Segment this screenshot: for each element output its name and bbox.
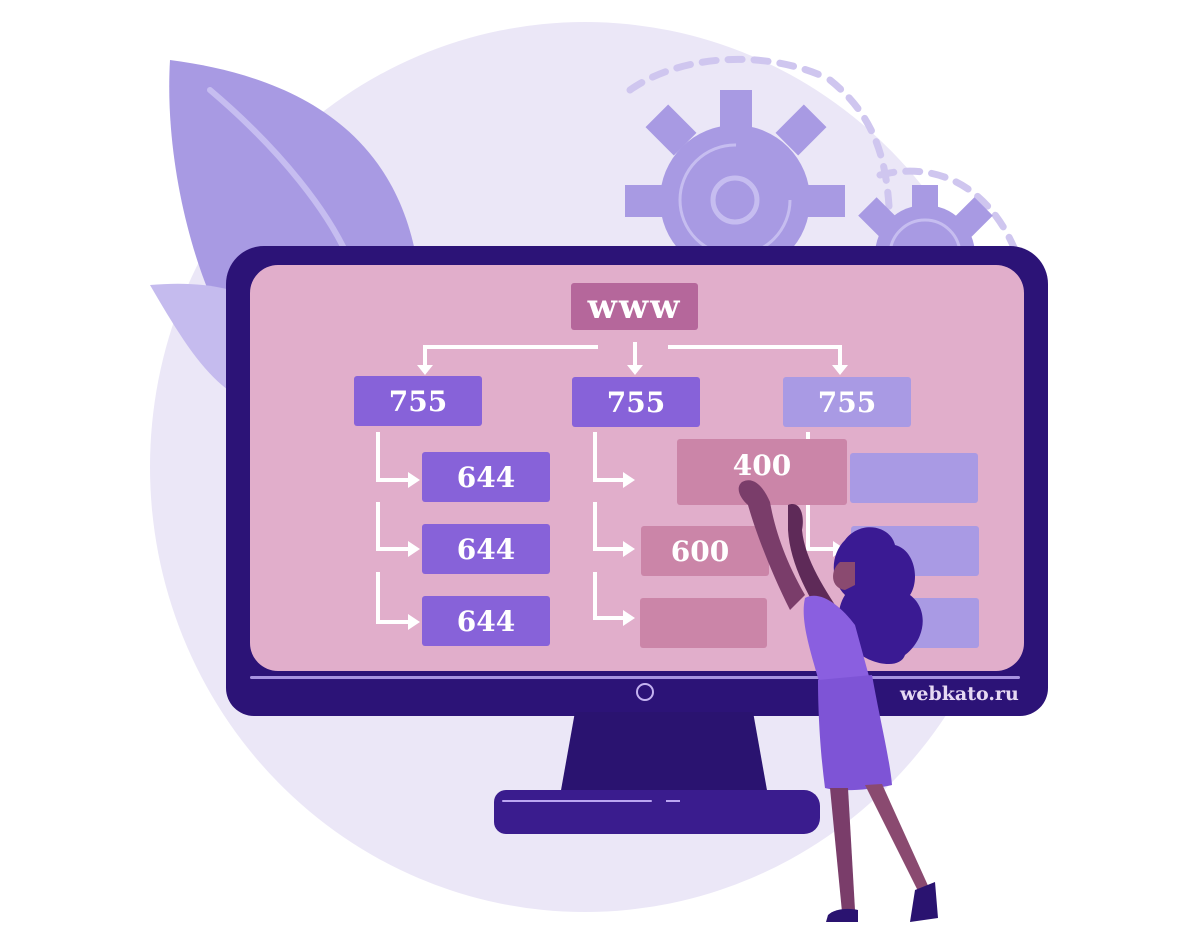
- base-highlight: [502, 800, 652, 802]
- woman-figure: [738, 480, 938, 922]
- folder-node-2: 755: [572, 377, 700, 427]
- bezel-line: [250, 676, 1020, 679]
- file-node-2-2: 600: [641, 526, 769, 576]
- folder-node-1: 755: [354, 376, 482, 426]
- base-highlight-dash: [666, 800, 680, 802]
- file-node-3-1: [850, 453, 978, 503]
- power-button-icon[interactable]: [636, 683, 654, 701]
- monitor-base: [494, 790, 820, 834]
- file-node-1-3: 644: [422, 596, 550, 646]
- file-node-2-3: [640, 598, 767, 648]
- file-node-1-2: 644: [422, 524, 550, 574]
- file-node-1-1: 644: [422, 452, 550, 502]
- root-node-www: www: [571, 283, 698, 330]
- watermark-text: webkato.ru: [900, 683, 1019, 705]
- folder-node-3: 755: [783, 377, 911, 427]
